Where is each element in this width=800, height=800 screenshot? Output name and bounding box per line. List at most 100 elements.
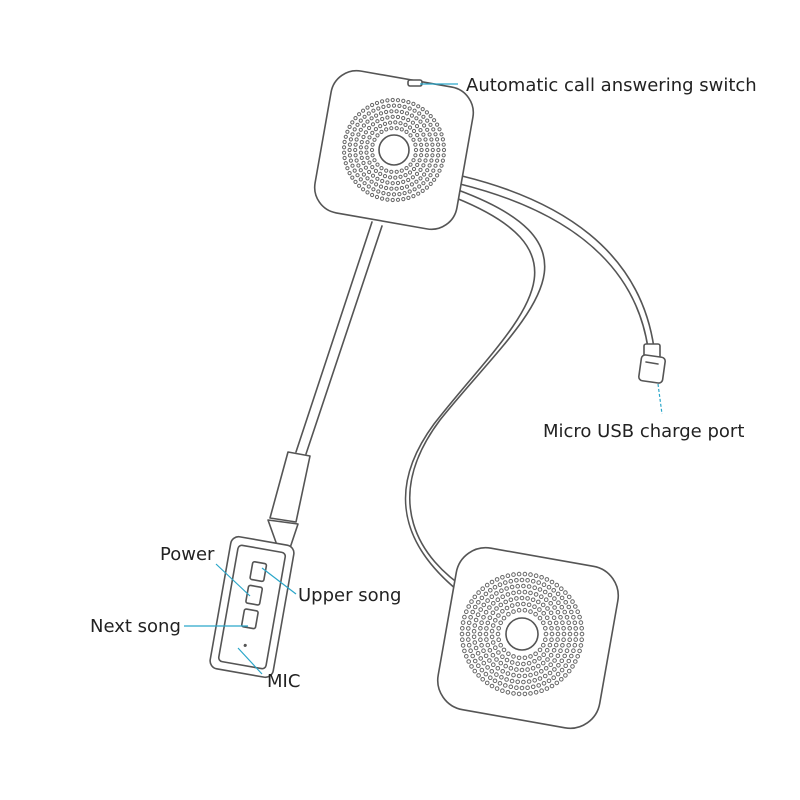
speaker-hole [361, 134, 366, 140]
speaker-hole [478, 626, 483, 631]
speaker-hole [559, 667, 565, 673]
speaker-hole [478, 637, 483, 643]
speaker-hole [537, 615, 543, 621]
speaker-hole [428, 122, 433, 127]
speaker-hole [399, 168, 404, 173]
speaker-hole [559, 658, 565, 664]
speaker-hole [358, 127, 363, 132]
speaker-hole [419, 147, 424, 153]
speaker-hole [470, 653, 476, 659]
speaker-hole [489, 634, 495, 640]
speaker-hole [543, 626, 548, 631]
speaker-hole [436, 142, 441, 147]
speaker-hole [361, 187, 366, 192]
speaker-hole [543, 637, 548, 643]
speaker-hole [408, 162, 413, 167]
speaker-hole [472, 640, 478, 645]
speaker-hole [551, 588, 557, 593]
speaker-hole [354, 158, 359, 163]
speaker-hole [554, 680, 560, 686]
auto-answer-switch[interactable] [407, 79, 423, 87]
speaker-hole [533, 671, 539, 676]
speaker-hole [478, 607, 484, 612]
speaker-hole [462, 614, 467, 620]
speaker-hole [558, 615, 563, 620]
speaker-hole [430, 153, 435, 158]
speaker-hole [541, 620, 546, 626]
speaker-hole [370, 153, 375, 158]
speaker-hole [500, 594, 506, 600]
speaker-hole [410, 120, 415, 125]
speaker-hole [548, 610, 554, 616]
speaker-hole [504, 586, 509, 591]
speaker-hole [546, 678, 552, 684]
speaker-hole [417, 111, 422, 116]
speaker-hole [372, 158, 377, 163]
speaker-hole [572, 642, 578, 648]
speaker-hole [347, 124, 352, 130]
next-song-button[interactable] [240, 608, 259, 630]
speaker-hole [402, 104, 407, 110]
speaker-hole [528, 691, 533, 696]
speaker-hole [439, 132, 444, 137]
speaker-hole [395, 114, 401, 120]
speaker-hole [469, 664, 474, 669]
speaker-hole [479, 667, 485, 673]
speaker-hole [564, 615, 570, 620]
speaker-hole [370, 173, 376, 178]
power-button[interactable] [245, 584, 264, 606]
speaker-hole [412, 187, 417, 192]
speaker-hole [440, 137, 445, 142]
speaker-hole [552, 658, 557, 663]
speaker-hole [459, 631, 465, 637]
speaker-hole [415, 162, 420, 167]
speaker-hole [382, 121, 388, 127]
speaker-hole [516, 571, 522, 577]
speaker-hole [549, 683, 555, 689]
speaker-hole [511, 609, 516, 614]
speaker-hole [573, 637, 579, 642]
speaker-hole [421, 114, 426, 119]
boom-arm [269, 221, 383, 523]
speaker-hole [503, 580, 508, 585]
speaker-hole [494, 657, 499, 662]
speaker-hole [398, 121, 403, 126]
speaker-hole [361, 123, 366, 128]
speaker-hole [494, 686, 500, 691]
speaker-hole [577, 614, 582, 620]
speaker-hole [545, 657, 550, 662]
speaker-hole [342, 139, 347, 145]
speaker-hole [553, 642, 559, 648]
speaker-hole [464, 654, 469, 659]
speaker-hole [384, 168, 389, 173]
speaker-hole [472, 623, 478, 628]
speaker-hole [493, 645, 498, 651]
speaker-hole [471, 634, 477, 640]
upper-song-button[interactable] [249, 560, 268, 583]
speaker-hole [433, 132, 438, 137]
speaker-hole [505, 690, 511, 695]
speaker-hole [487, 648, 493, 653]
speaker-hole [532, 604, 537, 610]
speaker-hole [356, 132, 361, 137]
speaker-hole [547, 620, 553, 626]
speaker-hole [410, 175, 415, 180]
speaker-hole [494, 606, 499, 611]
speaker-hole [388, 120, 393, 125]
speaker-hole [561, 637, 566, 643]
speaker-hole [579, 626, 585, 631]
speaker-hole [503, 663, 509, 669]
speaker-hole [348, 158, 353, 163]
speaker-hole [425, 147, 430, 153]
speaker-hole [573, 631, 579, 637]
speaker-hole [559, 677, 564, 682]
speaker-hole [362, 114, 367, 119]
speaker-hole [573, 626, 579, 631]
speaker-hole [579, 637, 585, 643]
speaker-hole [358, 150, 363, 155]
speaker-hole [414, 116, 419, 121]
speaker-hole [564, 648, 570, 654]
speaker-hole [379, 166, 384, 171]
speaker-hole [374, 113, 379, 118]
speaker-hole [521, 601, 526, 607]
